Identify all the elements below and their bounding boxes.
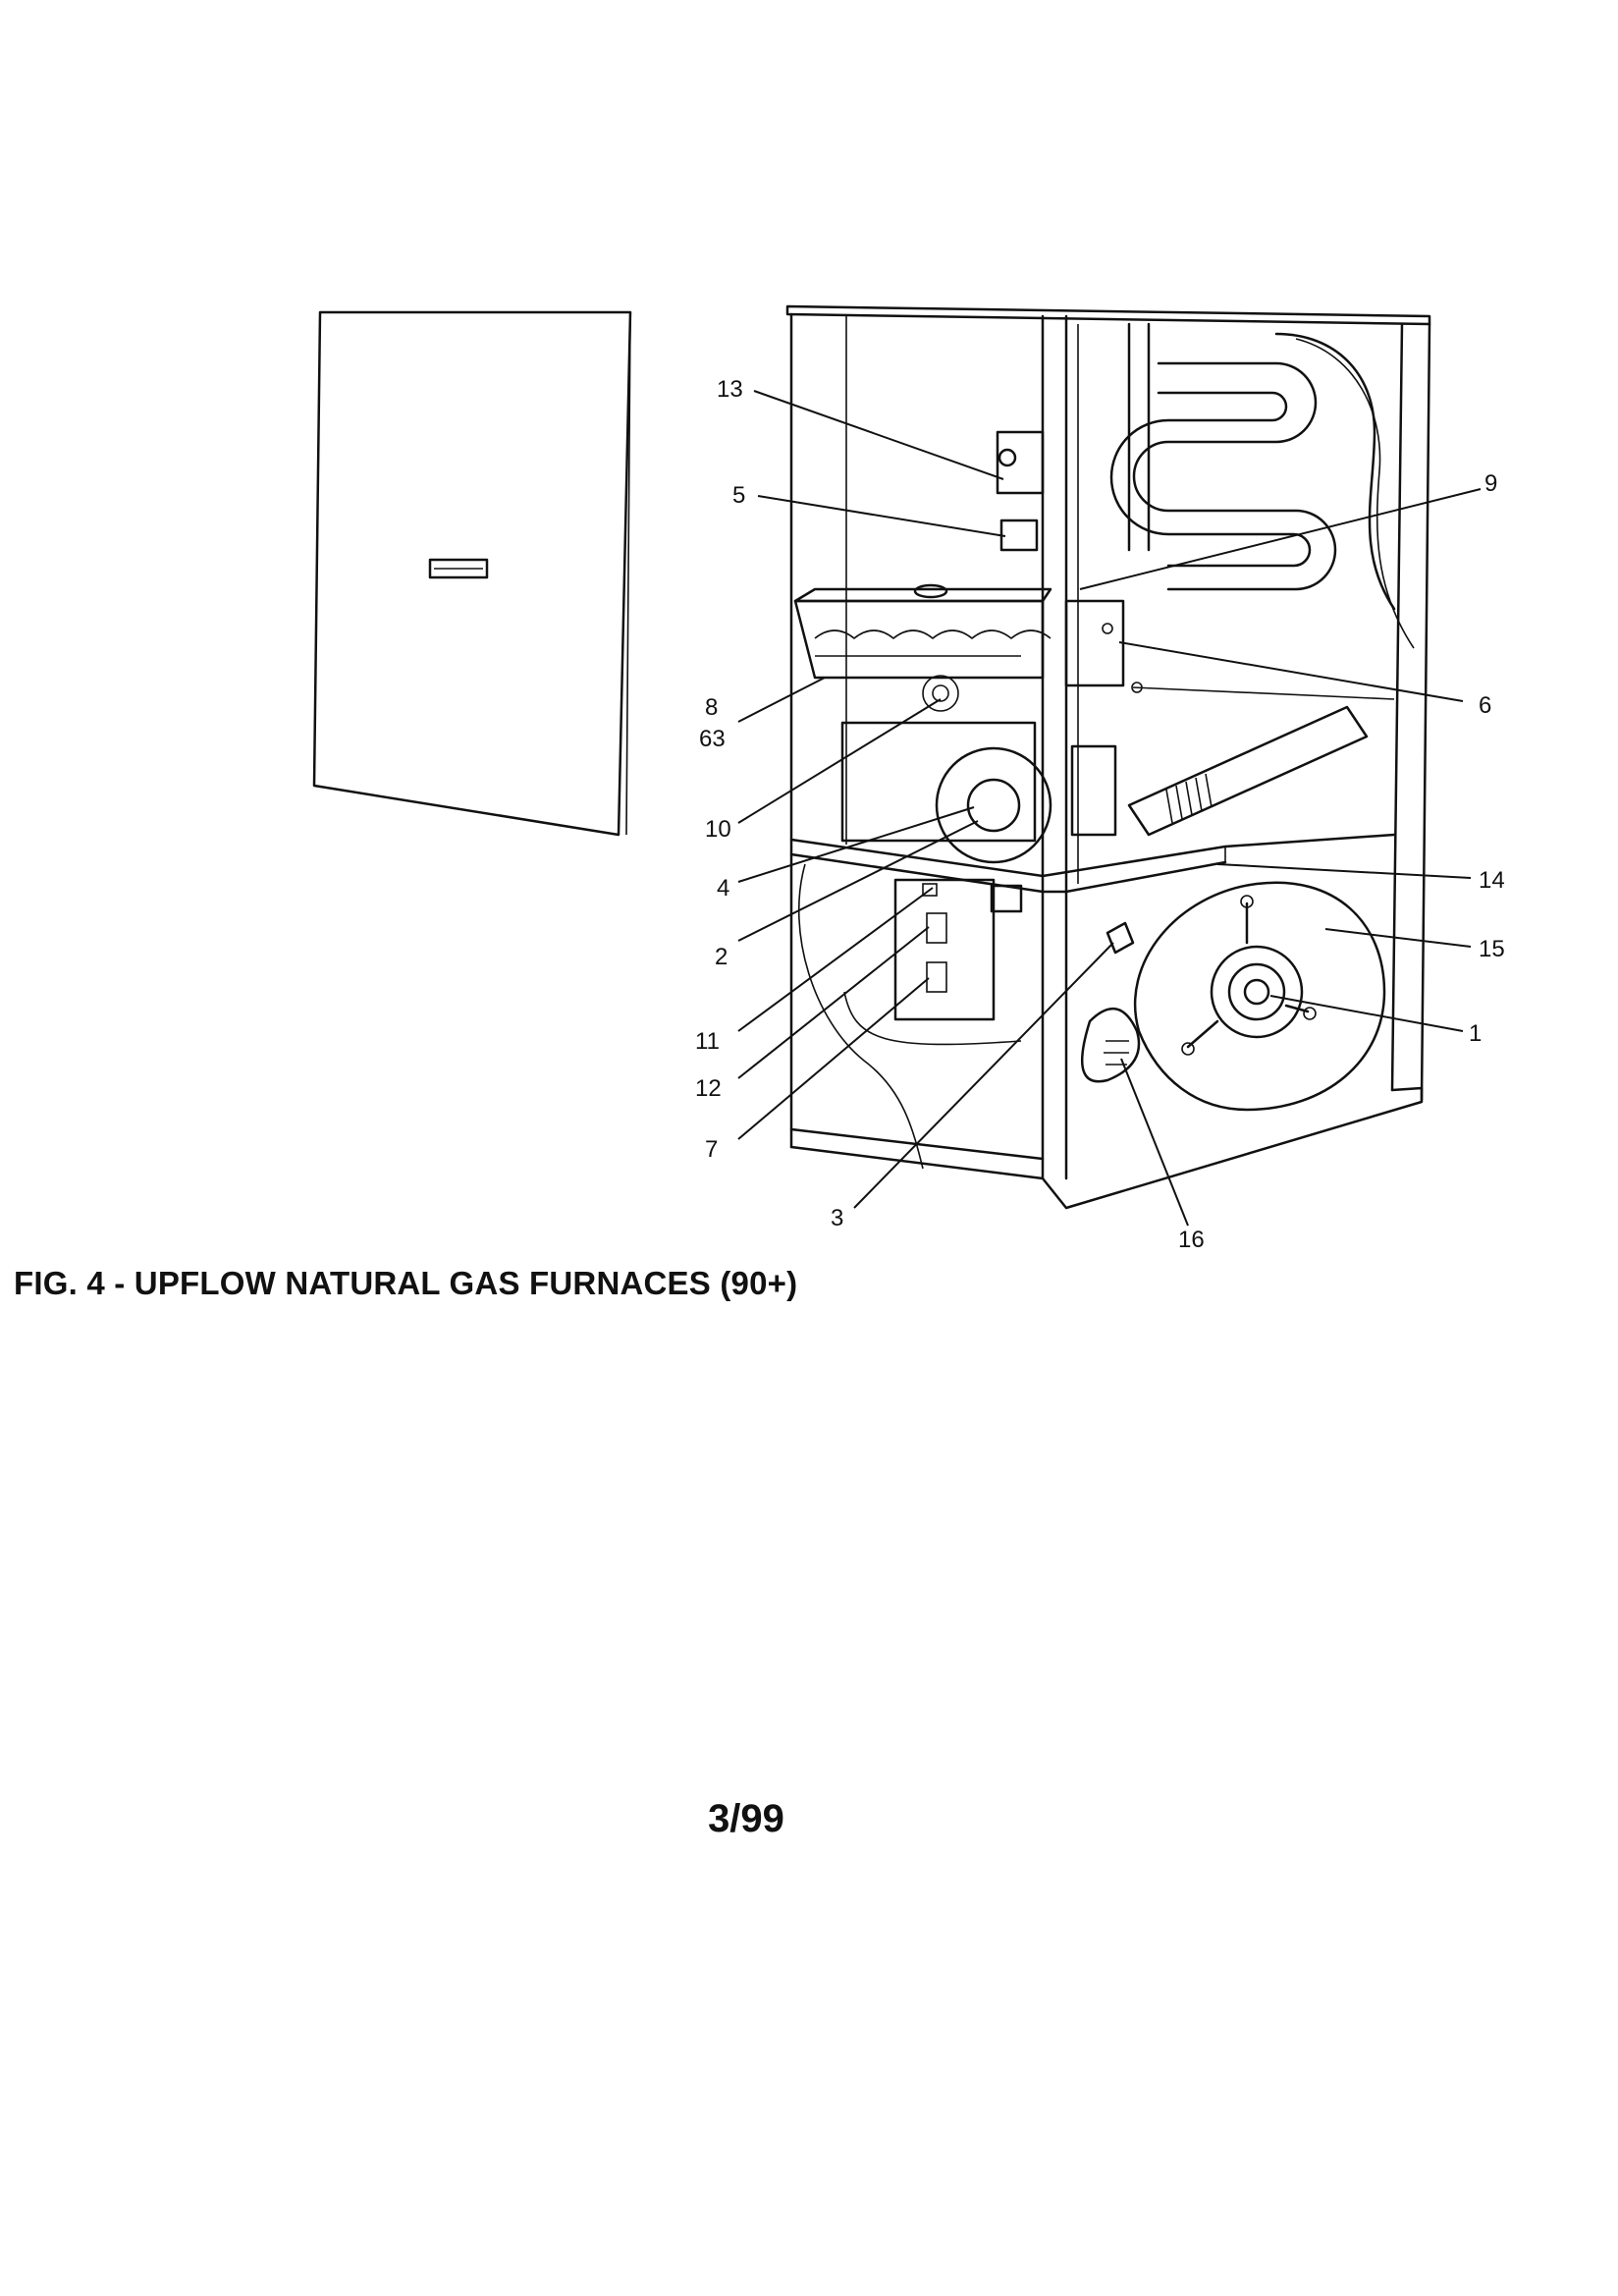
front-door-panel [312,310,632,837]
callout-6: 6 [1479,692,1491,719]
callout-12: 12 [695,1075,722,1102]
blower-housing [1081,881,1386,1112]
callout-3: 3 [831,1205,843,1231]
page-number: 3/99 [708,1797,784,1840]
callout-1: 1 [1469,1020,1482,1047]
callout-16: 16 [1178,1227,1205,1253]
pressure-switch [996,430,1045,552]
callout-5: 5 [732,482,745,509]
heat-exchanger [1109,322,1415,649]
wiring-harness [798,863,1022,1170]
control-board [893,878,1023,1021]
limit-control [1064,599,1395,700]
burner-assembly [793,583,1052,680]
flue-pipe [1127,705,1369,837]
callout-13: 13 [717,376,743,403]
callout-4: 4 [717,875,729,902]
callout-7: 7 [705,1136,718,1163]
callout-10: 10 [705,816,731,843]
callout-2: 2 [715,944,728,970]
leader-lines [737,390,1482,1227]
callout-14: 14 [1479,867,1505,894]
callout-63: 63 [699,726,726,752]
furnace-cabinet [785,304,1431,1210]
door-handle [428,558,489,579]
callout-8: 8 [705,694,718,721]
callout-9: 9 [1484,470,1497,497]
inducer-motor [840,675,1117,864]
figure-caption: FIG. 4 - UPFLOW NATURAL GAS FURNACES (90… [14,1265,798,1301]
callout-15: 15 [1479,936,1505,962]
callout-labels: 13 5 9 6 8 63 10 4 2 11 12 7 3 16 14 15 … [695,376,1505,1253]
callout-11: 11 [695,1028,720,1055]
